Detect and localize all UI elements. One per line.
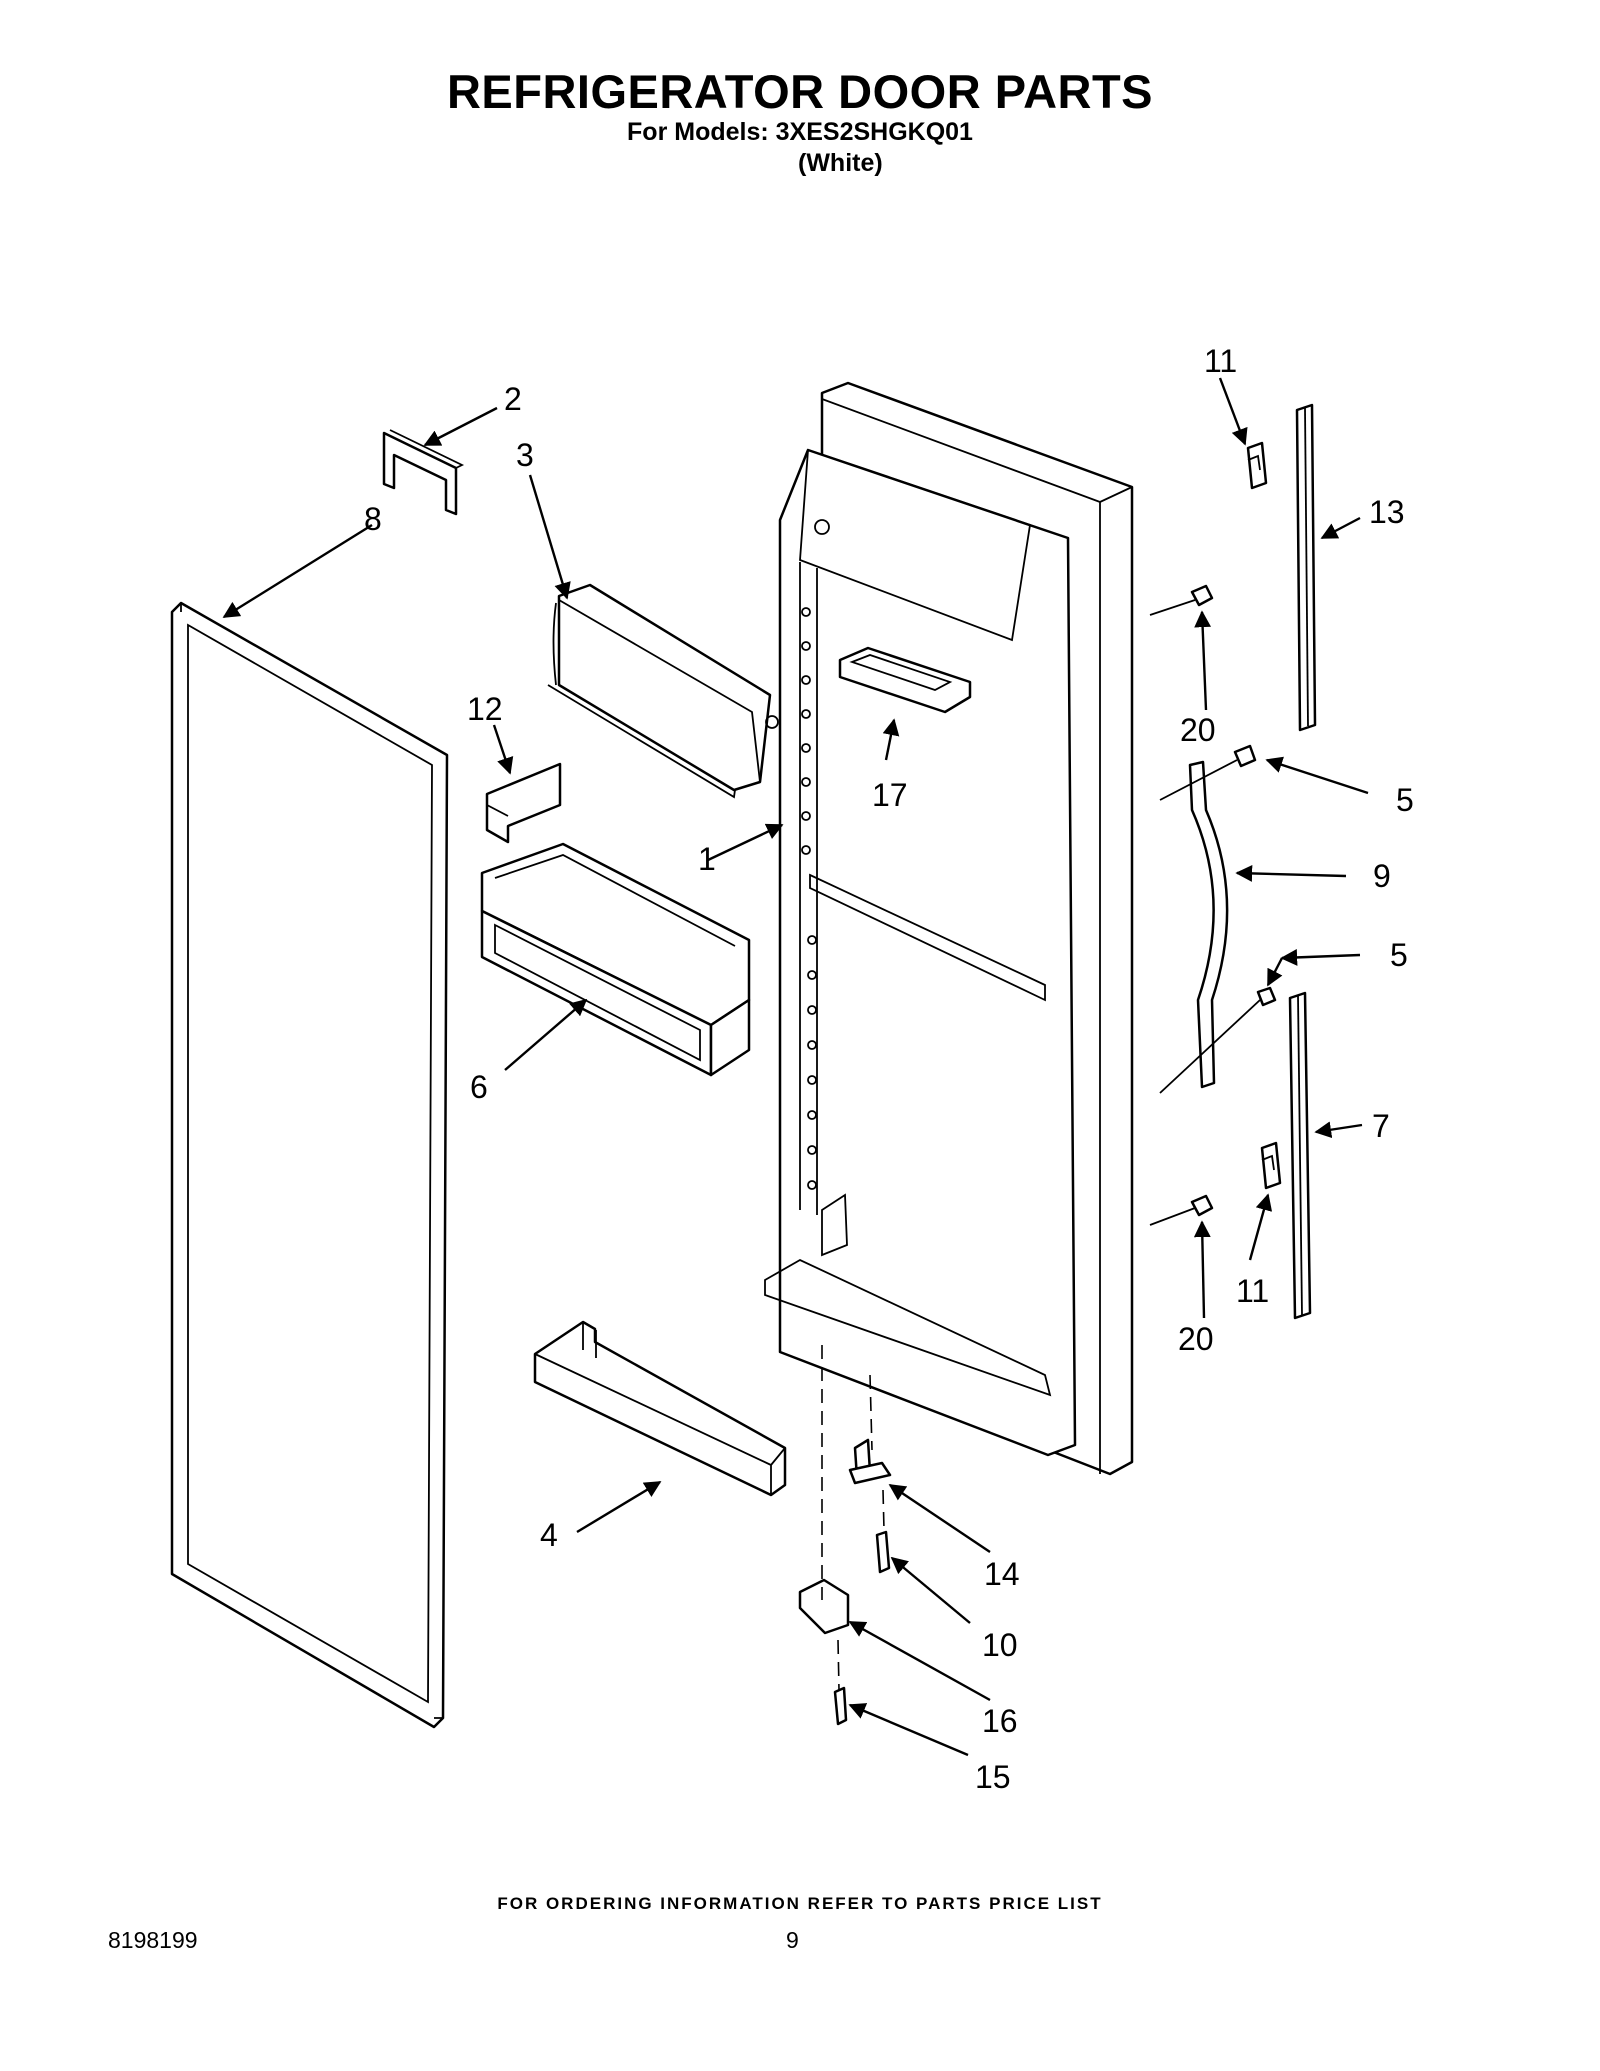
handle-trim-lower [1288,991,1312,1320]
callout-labels: 1 2 3 4 5 5 6 7 8 9 10 11 11 12 13 14 15… [364,343,1414,1795]
trim-clip-upper [1246,441,1268,490]
hinge-assembly [798,1345,892,1726]
callout-8: 8 [364,501,382,537]
dairy-compartment-door [547,583,779,799]
trim-clip-lower [1260,1141,1282,1190]
utility-bin [838,646,972,714]
callout-13: 13 [1369,494,1405,530]
handle-trim-upper [1295,403,1317,732]
callout-3: 3 [516,437,534,473]
shelf-position-holes [801,607,817,1190]
callout-5-upper: 5 [1396,782,1414,818]
page-title: REFRIGERATOR DOOR PARTS [446,65,1154,118]
leader-lines [222,377,1369,1757]
callout-11-lower: 11 [1236,1273,1269,1309]
dairy-bin [480,842,751,1077]
callout-15: 15 [975,1759,1011,1795]
callout-10: 10 [982,1627,1018,1663]
callout-17: 17 [872,777,908,813]
shelf-clip [485,762,562,844]
callout-11-upper: 11 [1204,343,1237,379]
door-gasket [170,601,449,1729]
callout-4: 4 [540,1517,558,1553]
door-handle [1188,760,1229,1089]
door-shelf-bar [533,1320,787,1497]
callout-20-lower: 20 [1178,1321,1214,1357]
callout-6: 6 [470,1069,488,1105]
page-number: 9 [786,1927,799,1953]
callout-5-lower: 5 [1390,937,1408,973]
screws [1149,584,1277,1226]
callout-7: 7 [1372,1108,1390,1144]
callout-20-upper: 20 [1180,712,1216,748]
callout-1: 1 [698,841,716,877]
model-subtitle: For Models: 3XES2SHGKQ01 [627,118,973,146]
callout-9: 9 [1373,858,1391,894]
callout-12: 12 [467,691,503,727]
ordering-note: FOR ORDERING INFORMATION REFER TO PARTS … [497,1894,1103,1913]
color-variant: (White) [798,149,883,177]
callout-16: 16 [982,1703,1018,1739]
callout-2: 2 [504,381,522,417]
document-number: 8198199 [108,1927,198,1953]
refrigerator-door [764,381,1134,1476]
callout-14: 14 [984,1556,1020,1592]
shelf-bracket [382,429,465,516]
